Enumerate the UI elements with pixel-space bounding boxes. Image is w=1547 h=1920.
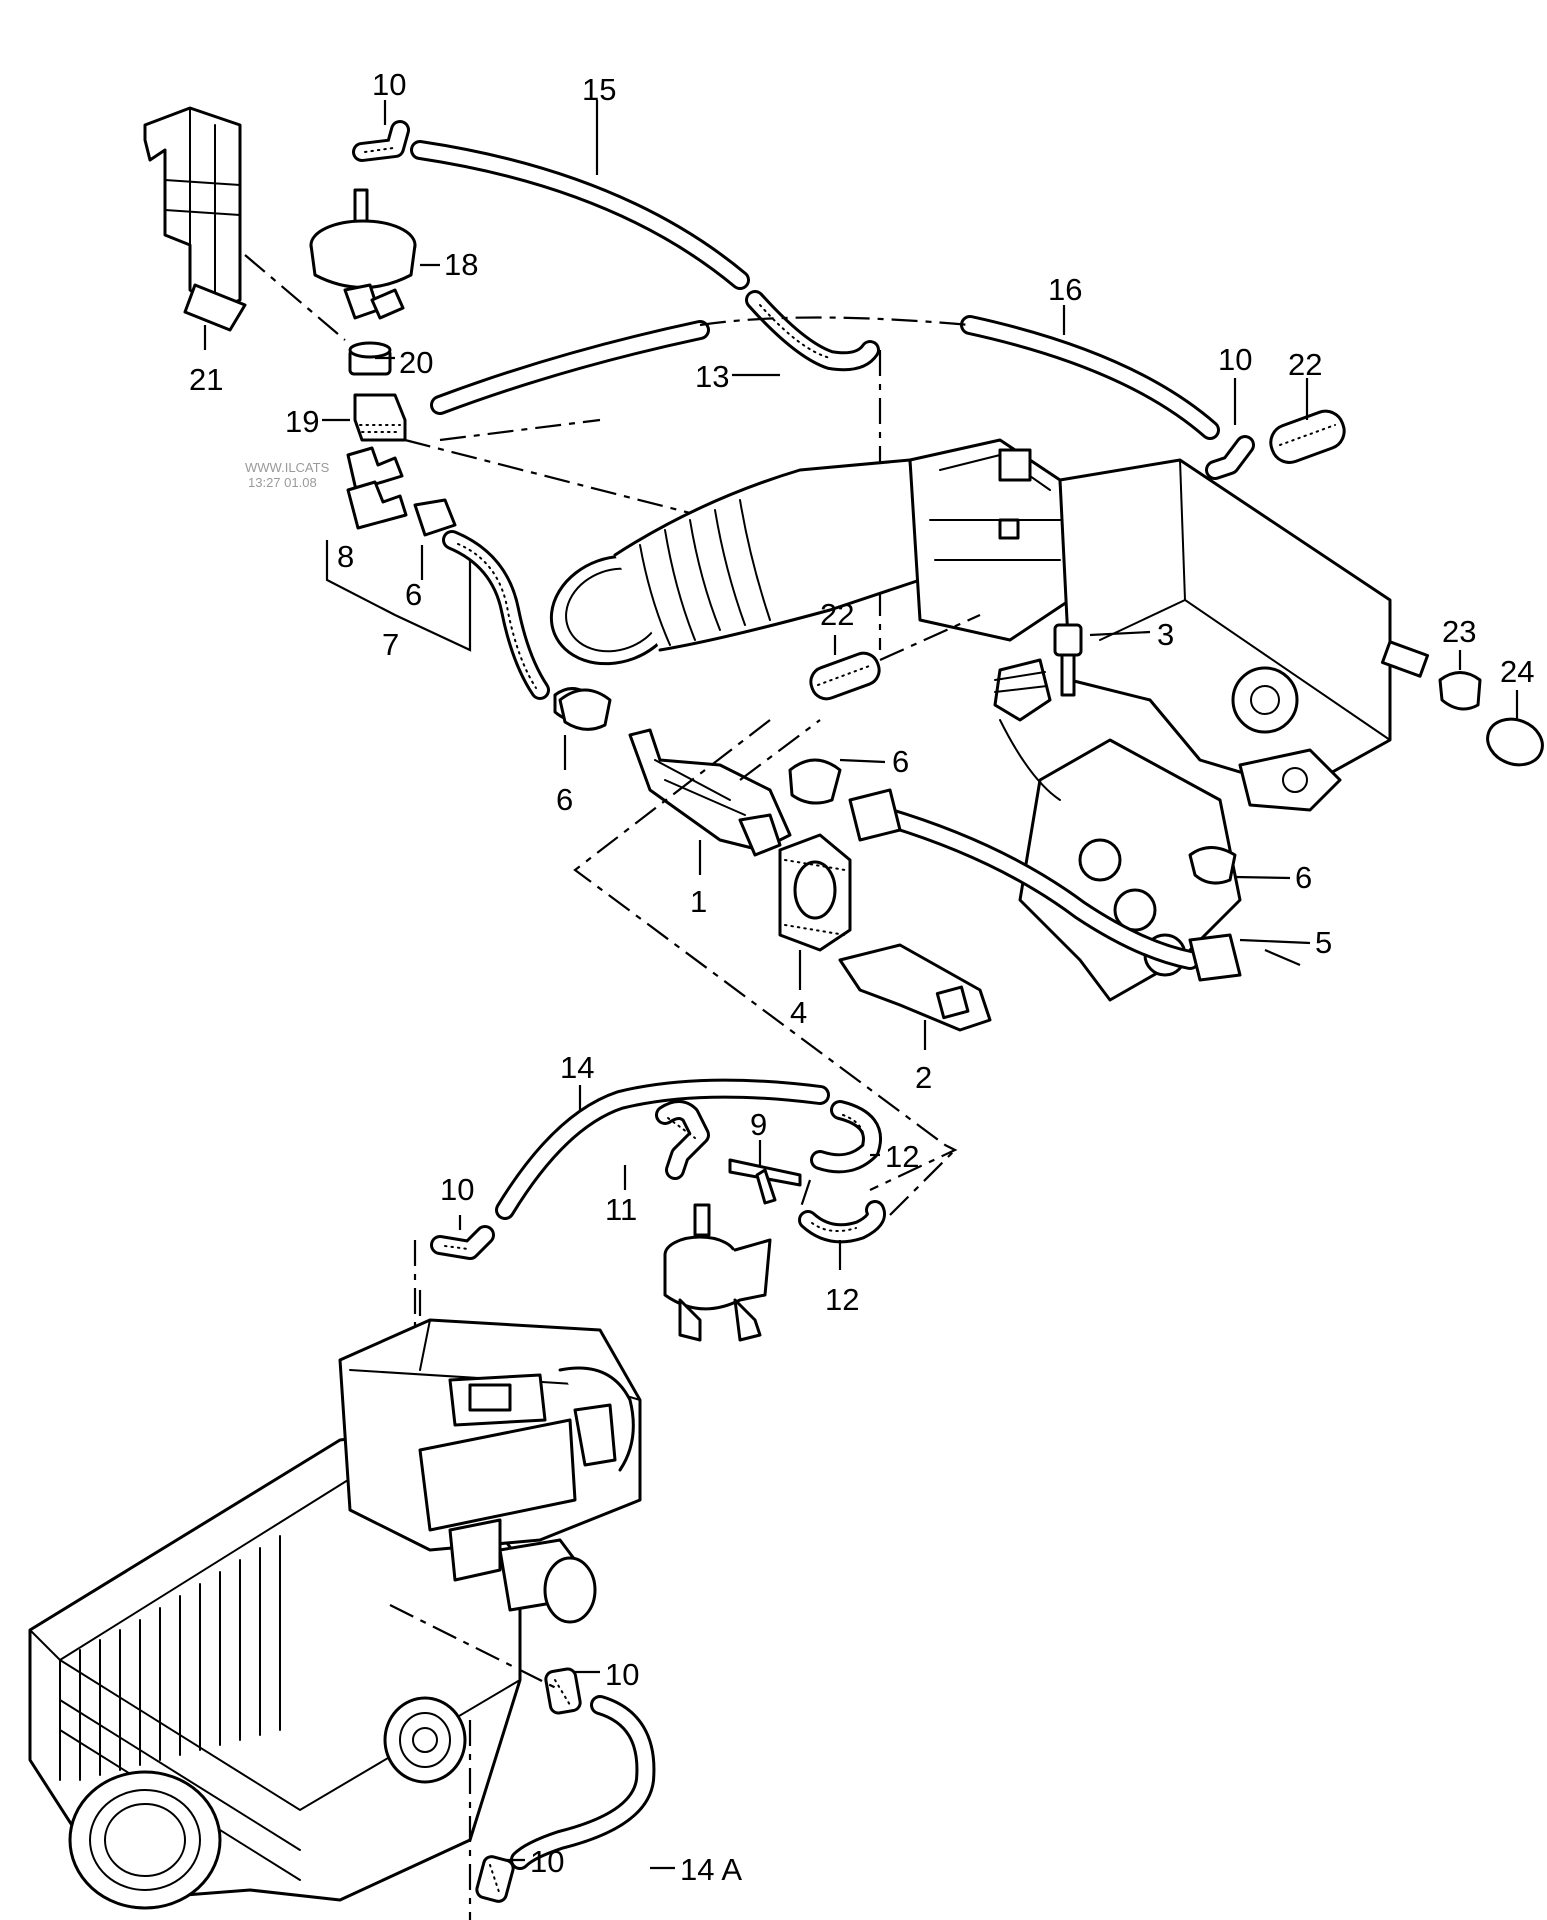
hose-14: [495, 1078, 830, 1220]
bracket-2: [838, 943, 992, 1032]
elbow-11: [655, 1100, 710, 1180]
dash-filter-hose: [389, 1604, 561, 1691]
dash-22-throttle: [879, 613, 981, 662]
air-filter-housing: [28, 1428, 522, 1910]
sleeve-22-middle: [809, 651, 881, 701]
intake-boot: [549, 458, 922, 666]
callout-22-right: 22: [1288, 347, 1322, 382]
clamp-6-right: [1188, 846, 1237, 885]
hose-14a: [510, 1695, 656, 1870]
clamp-23: [1438, 671, 1482, 711]
nipple-8: [346, 446, 408, 530]
elbow-10-right: [1205, 435, 1255, 480]
elbow-19: [353, 393, 407, 442]
dash-injector-clamp: [739, 719, 821, 781]
leader-lines: [203, 100, 1519, 1870]
gasket-4: [778, 833, 852, 952]
dash-20-throttle: [439, 418, 601, 442]
plug-20: [348, 341, 392, 376]
hose-15: [410, 140, 750, 290]
watermark: WWW.ILCATS 13:27 01.08: [245, 460, 330, 490]
callout-18: 18: [444, 247, 478, 282]
hose-7: [442, 530, 550, 700]
callout-11: 11: [605, 1192, 637, 1227]
callout-14a: 14 A: [680, 1852, 742, 1887]
callout-14: 14: [560, 1050, 594, 1085]
callout-16: 16: [1048, 272, 1082, 307]
airflow-meter: [338, 1318, 642, 1624]
bolt-3: [1053, 623, 1083, 697]
callout-3: 3: [1157, 617, 1174, 652]
callout-5: 5: [1315, 925, 1332, 960]
callout-10-bottom: 10: [530, 1844, 564, 1879]
hose-13: [745, 290, 880, 372]
leader-3: [1089, 630, 1151, 637]
callout-22-middle: 22: [820, 597, 854, 632]
intake-manifold: [999, 458, 1392, 1002]
cap-24: [1486, 717, 1544, 767]
callout-21: 21: [189, 362, 223, 397]
callout-12-top: 12: [885, 1139, 919, 1174]
callout-6-right: 6: [1295, 860, 1312, 895]
callout-6-upper: 6: [405, 577, 422, 612]
sleeve-10-bottom: [475, 1855, 515, 1903]
callout-23: 23: [1442, 614, 1476, 649]
vacuum-valve-18: [309, 188, 417, 320]
hose-16: [430, 315, 1220, 440]
dash-frame-injector: [573, 719, 958, 1191]
callout-10-right: 10: [1218, 342, 1252, 377]
elbow-12-bottom: [798, 1200, 886, 1244]
callout-1: 1: [690, 884, 707, 919]
clamp-6-left: [558, 688, 612, 731]
callout-labels: 10 15 18 20 19 21 13 16 10 22 8 6 7 22 3…: [189, 67, 1534, 1887]
dash-12-regulator: [798, 1179, 812, 1211]
callout-2: 2: [915, 1060, 932, 1095]
dash-16: [699, 316, 971, 327]
bracket-5-tick: [1264, 948, 1301, 967]
callout-6-left: 6: [556, 782, 573, 817]
dash-21-20: [244, 254, 346, 341]
dash-regulator-frame: [889, 1149, 956, 1216]
elbow-12-top: [810, 1100, 882, 1174]
callout-10-lower: 10: [605, 1657, 639, 1692]
callout-10-top: 10: [372, 67, 406, 102]
nipple-right: [1380, 640, 1430, 678]
callout-6-center: 6: [892, 744, 909, 779]
sleeve-22-right: [1269, 409, 1346, 464]
bracket-21: [143, 106, 247, 332]
sleeve-10-lower: [544, 1667, 582, 1715]
callout-9: 9: [750, 1107, 767, 1142]
callout-10-middle: 10: [440, 1172, 474, 1207]
callout-15: 15: [582, 72, 616, 107]
bracket-7: [325, 540, 472, 652]
callout-19: 19: [285, 404, 319, 439]
tee-9: [728, 1158, 802, 1205]
callout-20: 20: [399, 345, 433, 380]
elbow-10-middle: [430, 1225, 495, 1260]
callout-7: 7: [382, 627, 399, 662]
watermark-line2: 13:27 01.08: [248, 475, 317, 490]
callout-12-bottom: 12: [825, 1282, 859, 1317]
callout-24: 24: [1500, 654, 1534, 689]
elbow-10-top: [352, 120, 410, 162]
throttle-body: [908, 438, 1072, 722]
callout-13: 13: [695, 359, 729, 394]
injector-1: [628, 728, 792, 857]
callout-4: 4: [790, 995, 807, 1030]
clamp-6-center: [788, 758, 842, 805]
callout-8: 8: [337, 539, 354, 574]
pressure-regulator: [663, 1203, 772, 1342]
hose-5: [848, 788, 1242, 982]
watermark-line1: WWW.ILCATS: [245, 460, 330, 475]
